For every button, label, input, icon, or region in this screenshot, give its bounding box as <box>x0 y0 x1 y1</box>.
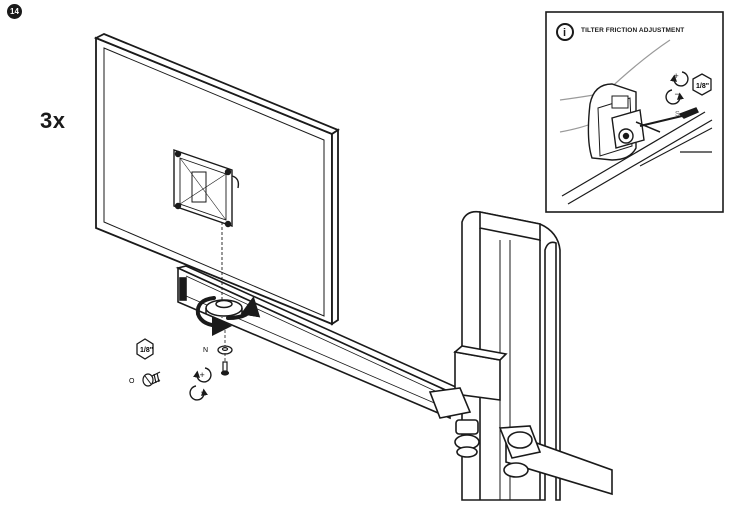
loosen-icon: − <box>189 385 208 401</box>
svg-text:+: + <box>674 71 679 81</box>
washer-letter: N <box>203 347 208 354</box>
inset-hex-key-size: 1/8" <box>696 83 709 90</box>
inset-hex-key-badge: 1/8" <box>692 73 712 96</box>
inset-panel: i 1/8" + <box>545 11 724 213</box>
inset-hardware-letter: S <box>675 111 680 118</box>
info-symbol: i <box>563 27 566 39</box>
rotation-arrow-icon <box>195 296 261 336</box>
tighten-icon: + <box>193 367 212 383</box>
washer <box>217 345 233 355</box>
screw-letter: O <box>129 378 135 385</box>
mounting-disk <box>205 299 243 317</box>
hex-key-size: 1/8" <box>140 347 153 354</box>
arm-joint-upper <box>428 345 508 458</box>
vesa-plate <box>173 149 240 228</box>
second-arm <box>498 425 613 496</box>
quantity-label: 3x <box>40 108 66 133</box>
hex-key-badge: 1/8" <box>136 338 154 360</box>
svg-text:−: − <box>201 387 206 397</box>
inset-loosen-icon: − <box>665 89 684 105</box>
flat-head-screw <box>142 371 161 387</box>
svg-text:+: + <box>200 370 205 380</box>
inset-tighten-icon: + <box>670 71 689 87</box>
svg-text:−: − <box>675 89 680 99</box>
inset-title: TILTER FRICTION ADJUSTMENT <box>581 27 685 34</box>
step-number-badge: 14 <box>7 4 22 19</box>
small-screw <box>220 361 230 376</box>
info-icon <box>556 23 574 41</box>
